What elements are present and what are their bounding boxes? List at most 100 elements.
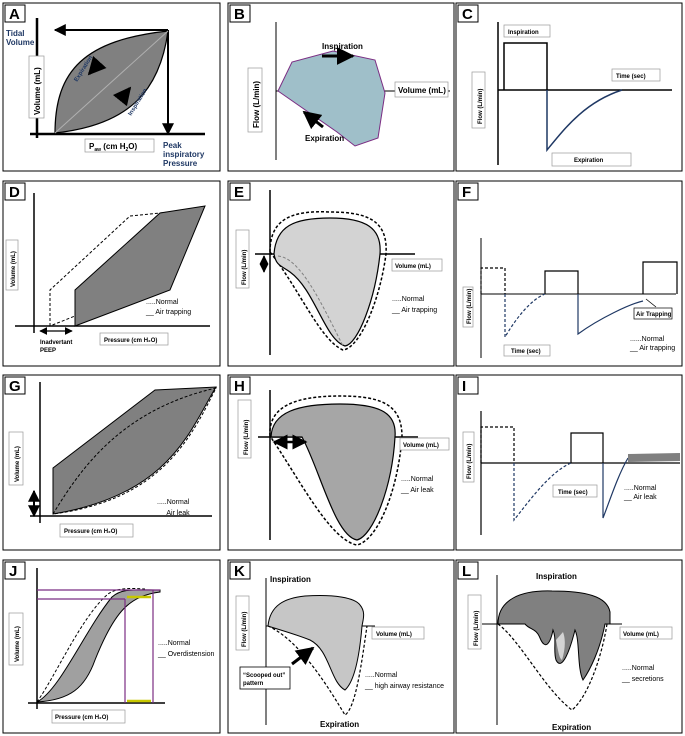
peak-pressure-label-2: inspiratory [163,150,205,159]
x-axis-label-box [51,709,126,724]
legend-secretions: __ secretions [621,676,664,683]
time-label-box [503,344,551,357]
peep-label-2: PEEP [40,348,56,354]
x-axis-label-box [619,626,673,640]
y-axis-label-box [471,71,486,129]
inspiration-label: Inspiration [270,575,311,584]
inspiration-label: Inspiration [536,572,577,581]
legend-normal: .....Normal [158,640,191,647]
legend-normal: ......Normal [630,336,665,343]
expiration-arrow [302,110,324,130]
normal-loop-dashed [49,211,171,327]
panel-letter-box [229,376,251,395]
y-axis-label: Volume (mL) [15,626,21,662]
panel-frame [455,180,683,367]
legend-overdistension: __ Overdistension [157,651,215,658]
panel-letter-box [229,4,251,23]
y-axis-label: Flow (L/min) [242,250,248,285]
panel-letter: A [9,6,20,23]
inspiratory-flow-square [503,42,548,90]
time-label-box [611,68,661,82]
panel-letter: H [234,378,245,395]
y-axis-label: Flow (L/min) [242,612,248,647]
panel-h: H Flow (L/min) Volume (mL) .....Normal _… [227,374,455,551]
panel-letter: D [9,184,20,201]
expiration-label-box [551,152,632,167]
legend-normal: .....Normal [401,476,434,483]
legend-normal: .....Normal [146,299,179,306]
panel-g: G Volume (mL) Pressure (cm H₂O) .....Nor… [2,374,221,551]
x-axis-label-box [84,138,155,153]
panel-letter: J [9,563,17,580]
legend-normal: .....Normal [622,665,655,672]
y-axis-label-box [8,431,24,486]
x-axis-label: Paw (cm H2O) [89,142,137,153]
panel-letter-box [457,561,479,580]
legend-normal: .....Normal [392,296,425,303]
trapping-expiration-1 [577,294,644,336]
panel-f: F Air Trapping Flow (L/min) Time (sec) .… [455,180,683,367]
expiration-label: Expiration [552,723,591,732]
panel-d: D Inadvertant PEEP Volume (mL) Pressure … [2,180,221,367]
secretions-light-patch [556,632,565,660]
trapping-inspiration-2 [642,261,678,294]
normal-loop-dashed [36,588,146,703]
x-axis-label: Volume (mL) [403,443,439,449]
y-axis-label: Volume (mL) [15,446,21,482]
x-axis-label: Pressure (cm H₂O) [55,715,108,721]
x-axis-label: Pressure (cm H₂O) [104,338,157,344]
panel-letter-box [229,182,251,201]
normal-loop-dashed [269,211,387,351]
expiration-label: Expiration [305,134,344,143]
legend-normal: .....Normal [624,485,657,492]
panel-letter: C [462,6,473,23]
expiration-arrow [87,55,107,76]
normal-expiration-dashed [504,293,546,340]
y-axis-label-box [28,55,45,119]
legend-air-trapping: __ Air trapping [629,345,675,352]
x-axis-label-box [394,81,449,98]
y-axis-label-box [235,595,250,651]
y-axis-label-box [462,286,474,328]
panel-a: A Tidal Volume Expiration Inspiration Vo… [2,2,221,172]
peep-label: Inadvertant [40,340,72,346]
air-trapping-loop [74,205,206,327]
panel-letter-box [229,561,251,580]
x-axis-label-box [59,523,134,538]
y-axis-label-box [235,229,250,289]
y-axis-label-box [5,239,19,291]
y-axis-label-box [247,67,263,133]
compliance-line [54,30,169,134]
air-trapping-pointer [645,298,657,308]
panel-letter-box [4,4,26,23]
panel-l: L Inspiration Expiration Flow (L/min) Vo… [455,559,683,734]
overdistension-loop [36,589,161,703]
air-trapping-label-box [633,307,673,320]
trapping-inspiration-1 [544,270,579,294]
normal-loop-dashed [52,387,217,515]
air-trapping-loop [273,217,381,347]
x-axis-label-box [399,437,450,451]
y-axis-label-box [237,399,252,459]
time-label-box [552,484,598,498]
air-trapping-label: Air Trapping [636,312,672,318]
legend-air-trapping: __ Air trapping [145,309,191,316]
legend-air-leak: __ Air leak [623,494,657,501]
scooped-label-2: pattern [243,681,264,687]
normal-inspiration-dashed [480,267,506,294]
x-axis-label-box [99,332,169,346]
scooped-label-box [239,666,291,690]
scooped-label: “Scooped out” [243,673,285,679]
normal-inspiration-dashed [480,426,515,463]
x-axis-label: Pressure (cm H₂O) [64,529,117,535]
x-axis-label: Volume (mL) [398,86,446,95]
air-leak-expiration [602,457,629,519]
scooped-arrow [291,646,315,666]
panel-letter: B [234,6,245,23]
panel-letter-box [4,561,26,580]
expiration-label: Expiration [574,158,604,164]
time-label: Time (sec) [558,490,588,496]
expiration-label: Expiration [320,720,359,729]
panel-i: I Flow (L/min) Time (sec) .....Normal __… [455,374,683,551]
inspiration-label: Inspiration [322,42,363,51]
